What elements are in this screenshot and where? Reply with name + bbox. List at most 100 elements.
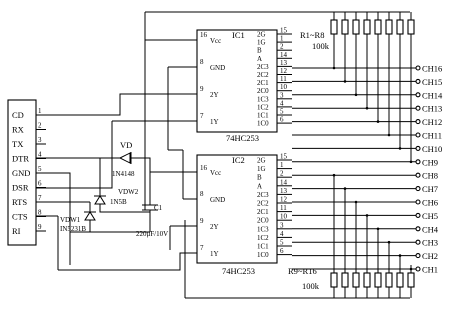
ic2-body (196, 154, 278, 264)
channel-label-ch5: CH5 (422, 211, 438, 221)
junction-dot (376, 120, 380, 123)
wiring (36, 11, 410, 299)
resistor (396, 272, 404, 288)
channel-terminal (415, 199, 421, 205)
vdw1-ref: VDW1 (60, 216, 81, 224)
ic1-pins-pin-label-2c2: 2C2 (257, 71, 269, 79)
ic1-pins-pin-number-6: 6 (280, 116, 284, 124)
channel-terminal (415, 132, 421, 138)
connector-pin-label-tx: TX (12, 139, 23, 149)
channel-label-ch16: CH16 (422, 64, 442, 74)
ic2-1y-label: 1Y (210, 250, 219, 258)
ic2-gnd-label: GND (210, 196, 225, 204)
ic2-pins-pin-number-1: 1 (280, 161, 284, 169)
junction-dot (343, 187, 347, 190)
connector-pin-label-ri: RI (12, 226, 21, 236)
channel-terminal (415, 159, 421, 165)
junction-dot (387, 240, 391, 244)
resistor-array-bottom-value: 100k (302, 281, 320, 291)
channel-terminal (415, 172, 421, 178)
junction-dot (332, 173, 336, 177)
junction-dot (387, 133, 391, 137)
vdw1-part: IN5231B (60, 225, 86, 233)
ic1-pins-pin-number-13: 13 (280, 59, 288, 67)
ic2-pins-pin-number-3: 3 (280, 221, 284, 229)
ic2-2y-pin: 9 (200, 217, 204, 225)
ic1-pins-pin-number-2: 2 (280, 43, 284, 51)
vd-part: 1N4148 (112, 170, 135, 178)
channel-terminal (415, 145, 421, 151)
ic1-pins-pin-number-1: 1 (280, 35, 284, 43)
connector-pin-label-rx: RX (12, 125, 24, 135)
ic1-body (196, 29, 278, 133)
ic2-gnd-pin: 8 (200, 190, 204, 198)
channel-label-ch1: CH1 (422, 265, 438, 275)
cd-to-2y-wire (36, 93, 197, 116)
ic2-2y-wire (169, 225, 197, 250)
dsr-wire (36, 121, 113, 189)
ic2-pins-pin-number-14: 14 (280, 178, 288, 186)
ic1-pins-pin-number-4: 4 (280, 99, 284, 107)
ic2-pins-pin-number-13: 13 (280, 187, 288, 195)
vdw2-part: 1N5B (110, 198, 127, 206)
c1-ref: C1 (154, 204, 163, 212)
ic1-part: 74HC253 (226, 133, 259, 143)
ic2-pins-pin-number-15: 15 (280, 153, 288, 161)
resistor (341, 272, 349, 288)
ic1-pins-pin-label-1c0: 1C0 (257, 120, 269, 128)
resistor-array-bottom (330, 265, 415, 298)
junction-dot (365, 106, 369, 110)
junction-dot (409, 160, 413, 164)
channel-terminal (415, 92, 421, 98)
ic2-pins-pin-label-2c1: 2C1 (257, 208, 269, 216)
channel-label-ch4: CH4 (422, 224, 439, 234)
channel-label-ch10: CH10 (422, 144, 442, 154)
vd-to-vcc2 (131, 157, 197, 173)
resistor (352, 19, 360, 35)
channel-label-ch9: CH9 (422, 157, 438, 167)
channel-label-ch15: CH15 (422, 77, 442, 87)
channel-terminal (415, 212, 421, 218)
channel-terminal (415, 78, 421, 84)
vdw1-symbol (84, 202, 96, 221)
ic2-pins-pin-number-6: 6 (280, 247, 284, 255)
ic2-pins-pin-label-1c0: 1C0 (257, 251, 269, 259)
ic1-gnd-pin: 8 (200, 58, 204, 66)
channel-terminal (415, 239, 421, 245)
ic2-vcc-pin: 16 (200, 164, 208, 172)
resistor-array-top (330, 12, 415, 55)
ic2-pins-pin-label-2c0: 2C0 (257, 217, 269, 225)
ic2-part: 74HC253 (222, 266, 255, 276)
channel-label-ch12: CH12 (422, 117, 442, 127)
ic2-pins-pin-label-b: B (257, 174, 262, 182)
ic1-title: IC1 (232, 30, 245, 40)
junction-dot (376, 227, 380, 231)
ic1-pins-pin-label-2c0: 2C0 (257, 87, 269, 95)
ic1-pins-pin-label-1c3: 1C3 (257, 95, 269, 103)
resistor (363, 272, 371, 288)
ic1-pins-pin-label-2c1: 2C1 (257, 79, 269, 87)
ic1-1y-label: 1Y (210, 118, 219, 126)
ic1-vcc-pin: 16 (200, 31, 208, 39)
ic2-pins-pin-number-12: 12 (280, 196, 288, 204)
resistor (407, 19, 415, 35)
connector-pin-label-cd: CD (12, 110, 24, 120)
ic1-1y-pin: 7 (200, 112, 204, 120)
channel-label-ch6: CH6 (422, 198, 438, 208)
channel-terminal (415, 226, 421, 232)
connector-pin-number-7: 7 (38, 194, 42, 202)
channel-label-ch11: CH11 (422, 131, 442, 141)
connector-pin-number-9: 9 (38, 223, 42, 231)
ic1-pins-pin-label-a: A (257, 55, 262, 63)
connector-pin-number-8: 8 (38, 209, 42, 217)
junction-dot (398, 254, 402, 257)
ic1-gnd-wire (167, 66, 197, 151)
c1-symbol (142, 172, 158, 232)
vdw2-symbol (94, 195, 106, 205)
channel-terminal (415, 266, 421, 272)
connector-pin-label-rts: RTS (12, 197, 27, 207)
ic1-pins-pin-number-5: 5 (280, 108, 284, 116)
junction-dot (332, 66, 336, 70)
ic1-2y-label: 2Y (210, 91, 219, 99)
